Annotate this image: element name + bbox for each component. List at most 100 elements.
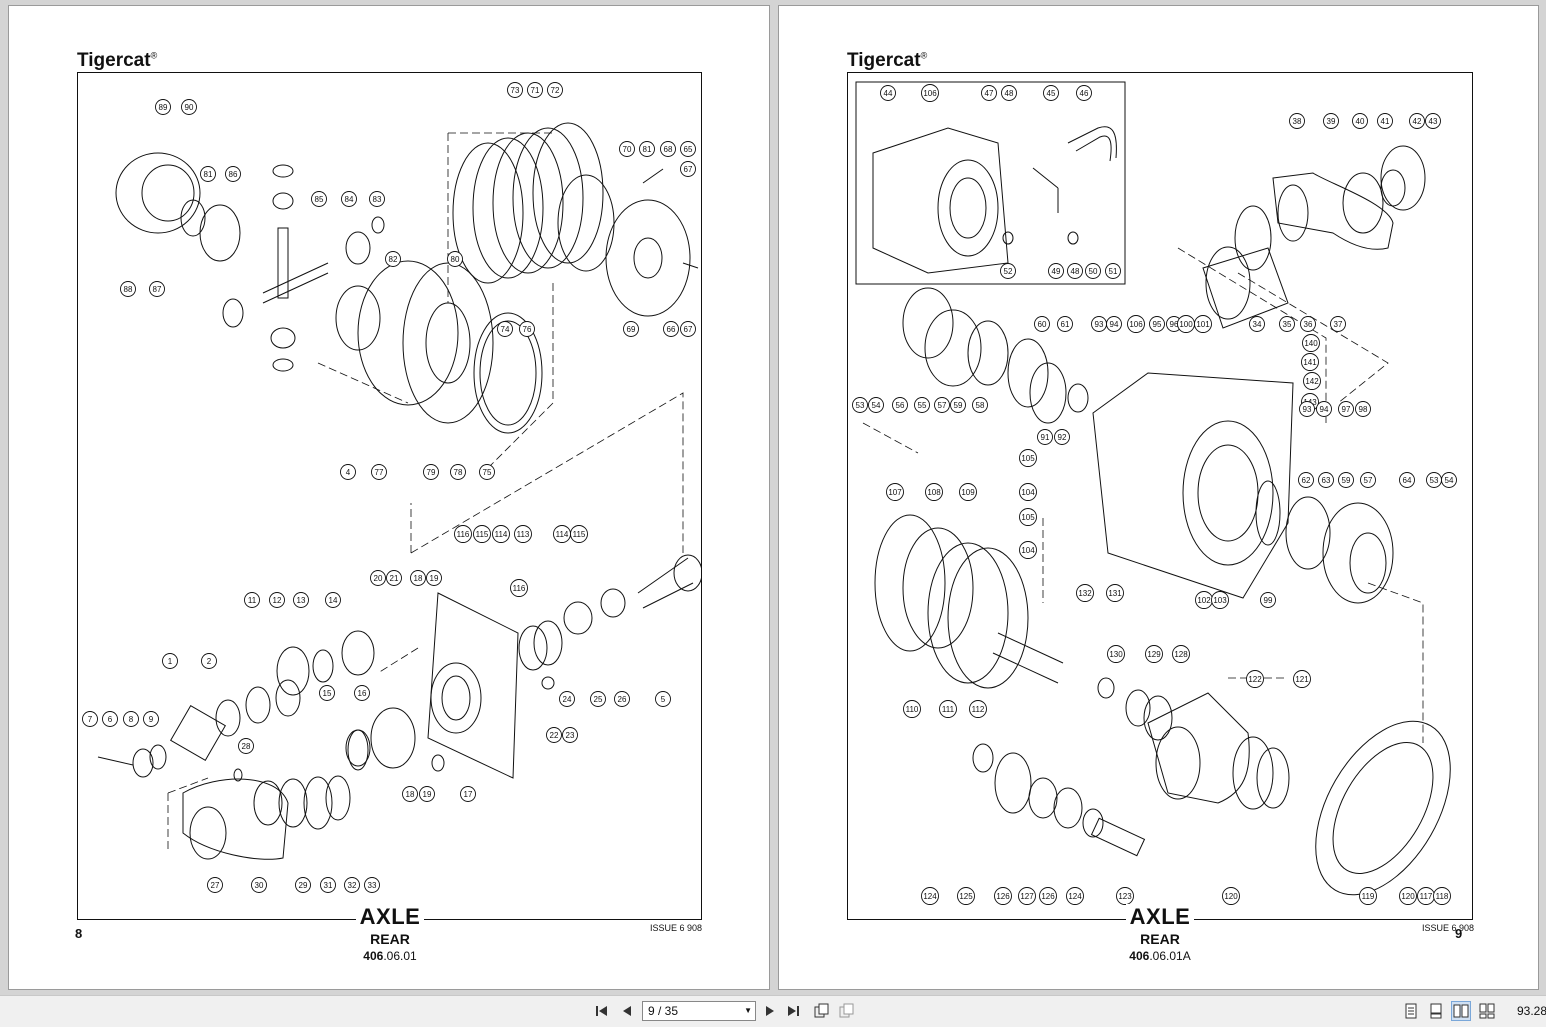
svg-text:92: 92 (1058, 433, 1067, 442)
svg-text:59: 59 (1342, 476, 1351, 485)
svg-text:37: 37 (1334, 320, 1343, 329)
callout-141: 141 (1301, 353, 1319, 371)
svg-text:86: 86 (229, 170, 238, 179)
callout-38: 38 (1289, 113, 1305, 129)
callout-53: 53 (852, 397, 868, 413)
callout-56: 56 (892, 397, 908, 413)
callout-100: 100 (1177, 315, 1195, 333)
svg-text:53: 53 (856, 401, 865, 410)
svg-text:48: 48 (1005, 89, 1014, 98)
callout-62: 62 (1298, 472, 1314, 488)
rotate-icon[interactable] (811, 1001, 831, 1021)
svg-text:94: 94 (1320, 405, 1329, 414)
callout-111: 111 (939, 700, 957, 718)
svg-text:101: 101 (1196, 320, 1210, 329)
callout-65: 65 (680, 141, 696, 157)
svg-text:120: 120 (1224, 892, 1238, 901)
svg-text:96: 96 (1170, 320, 1179, 329)
svg-text:84: 84 (345, 195, 354, 204)
svg-text:4: 4 (346, 468, 351, 477)
callout-27: 27 (207, 877, 223, 893)
page-number-value: 9 / 35 (648, 1004, 679, 1018)
callout-127: 127 (1018, 887, 1036, 905)
svg-text:24: 24 (563, 695, 572, 704)
svg-text:113: 113 (517, 530, 530, 539)
svg-text:124: 124 (1068, 892, 1082, 901)
svg-text:21: 21 (390, 574, 399, 583)
svg-text:30: 30 (255, 881, 264, 890)
svg-text:108: 108 (927, 488, 941, 497)
zoom-level[interactable]: 93.28 (1517, 1004, 1546, 1018)
callout-109: 109 (959, 483, 977, 501)
svg-text:81: 81 (204, 170, 213, 179)
issue-label: ISSUE 6 908 (650, 923, 703, 933)
callout-60: 60 (1034, 316, 1050, 332)
svg-text:106: 106 (923, 89, 937, 98)
svg-text:117: 117 (1420, 892, 1433, 901)
document-viewport[interactable]: Tigercat® (0, 0, 1546, 995)
fit-icon[interactable] (836, 1001, 856, 1021)
callout-120: 120 (1399, 887, 1417, 905)
svg-text:132: 132 (1078, 589, 1092, 598)
callout-123: 123 (1116, 887, 1134, 905)
callout-97: 97 (1338, 401, 1354, 417)
callout-45: 45 (1043, 85, 1059, 101)
first-page-icon[interactable] (592, 1001, 612, 1021)
callout-4: 4 (340, 464, 356, 480)
drawing-title: AXLE (1125, 904, 1195, 930)
svg-text:77: 77 (375, 468, 384, 477)
svg-text:42: 42 (1413, 117, 1422, 126)
svg-text:27: 27 (211, 881, 220, 890)
callout-41: 41 (1377, 113, 1393, 129)
callout-49: 49 (1048, 263, 1064, 279)
drawing-subtitle: REAR (370, 931, 410, 947)
svg-text:22: 22 (550, 731, 559, 740)
last-page-icon[interactable] (784, 1001, 804, 1021)
chevron-down-icon[interactable]: ▼ (744, 1006, 752, 1015)
svg-text:99: 99 (1264, 596, 1273, 605)
svg-text:6: 6 (108, 715, 113, 724)
svg-text:18: 18 (406, 790, 415, 799)
svg-text:122: 122 (1248, 675, 1262, 684)
callout-36: 36 (1300, 316, 1316, 332)
facing-icon[interactable] (1451, 1001, 1471, 1021)
callout-23: 23 (562, 727, 578, 743)
callout-30: 30 (251, 877, 267, 893)
single-page-icon[interactable] (1401, 1001, 1421, 1021)
callout-89: 89 (155, 99, 171, 115)
callout-19: 19 (426, 570, 442, 586)
svg-text:80: 80 (451, 255, 460, 264)
callout-71: 71 (527, 82, 543, 98)
page-number-field[interactable]: 9 / 35 ▼ (642, 1001, 756, 1021)
svg-text:128: 128 (1174, 650, 1188, 659)
svg-text:109: 109 (961, 488, 975, 497)
svg-text:46: 46 (1080, 89, 1089, 98)
brand-logo: Tigercat® (77, 50, 158, 71)
callout-84: 84 (341, 191, 357, 207)
svg-text:61: 61 (1061, 320, 1070, 329)
callout-80: 80 (447, 251, 463, 267)
callout-115: 115 (570, 525, 588, 543)
next-page-icon[interactable] (760, 1001, 780, 1021)
svg-text:73: 73 (511, 86, 520, 95)
svg-text:1: 1 (168, 657, 173, 666)
callout-13: 13 (293, 592, 309, 608)
callout-106: 106 (1127, 315, 1145, 333)
svg-text:82: 82 (389, 255, 398, 264)
facing-continuous-icon[interactable] (1477, 1001, 1497, 1021)
callout-113: 113 (514, 525, 532, 543)
callout-132: 132 (1076, 584, 1094, 602)
callout-9: 9 (143, 711, 159, 727)
callout-22: 22 (546, 727, 562, 743)
svg-text:114: 114 (556, 530, 569, 539)
prev-page-icon[interactable] (617, 1001, 637, 1021)
svg-text:142: 142 (1305, 377, 1319, 386)
continuous-icon[interactable] (1426, 1001, 1446, 1021)
callout-21: 21 (386, 570, 402, 586)
page-number: 8 (75, 926, 83, 941)
callout-15: 15 (319, 685, 335, 701)
svg-text:140: 140 (1304, 339, 1318, 348)
callout-99: 99 (1260, 592, 1276, 608)
svg-text:120: 120 (1401, 892, 1415, 901)
svg-text:26: 26 (618, 695, 627, 704)
